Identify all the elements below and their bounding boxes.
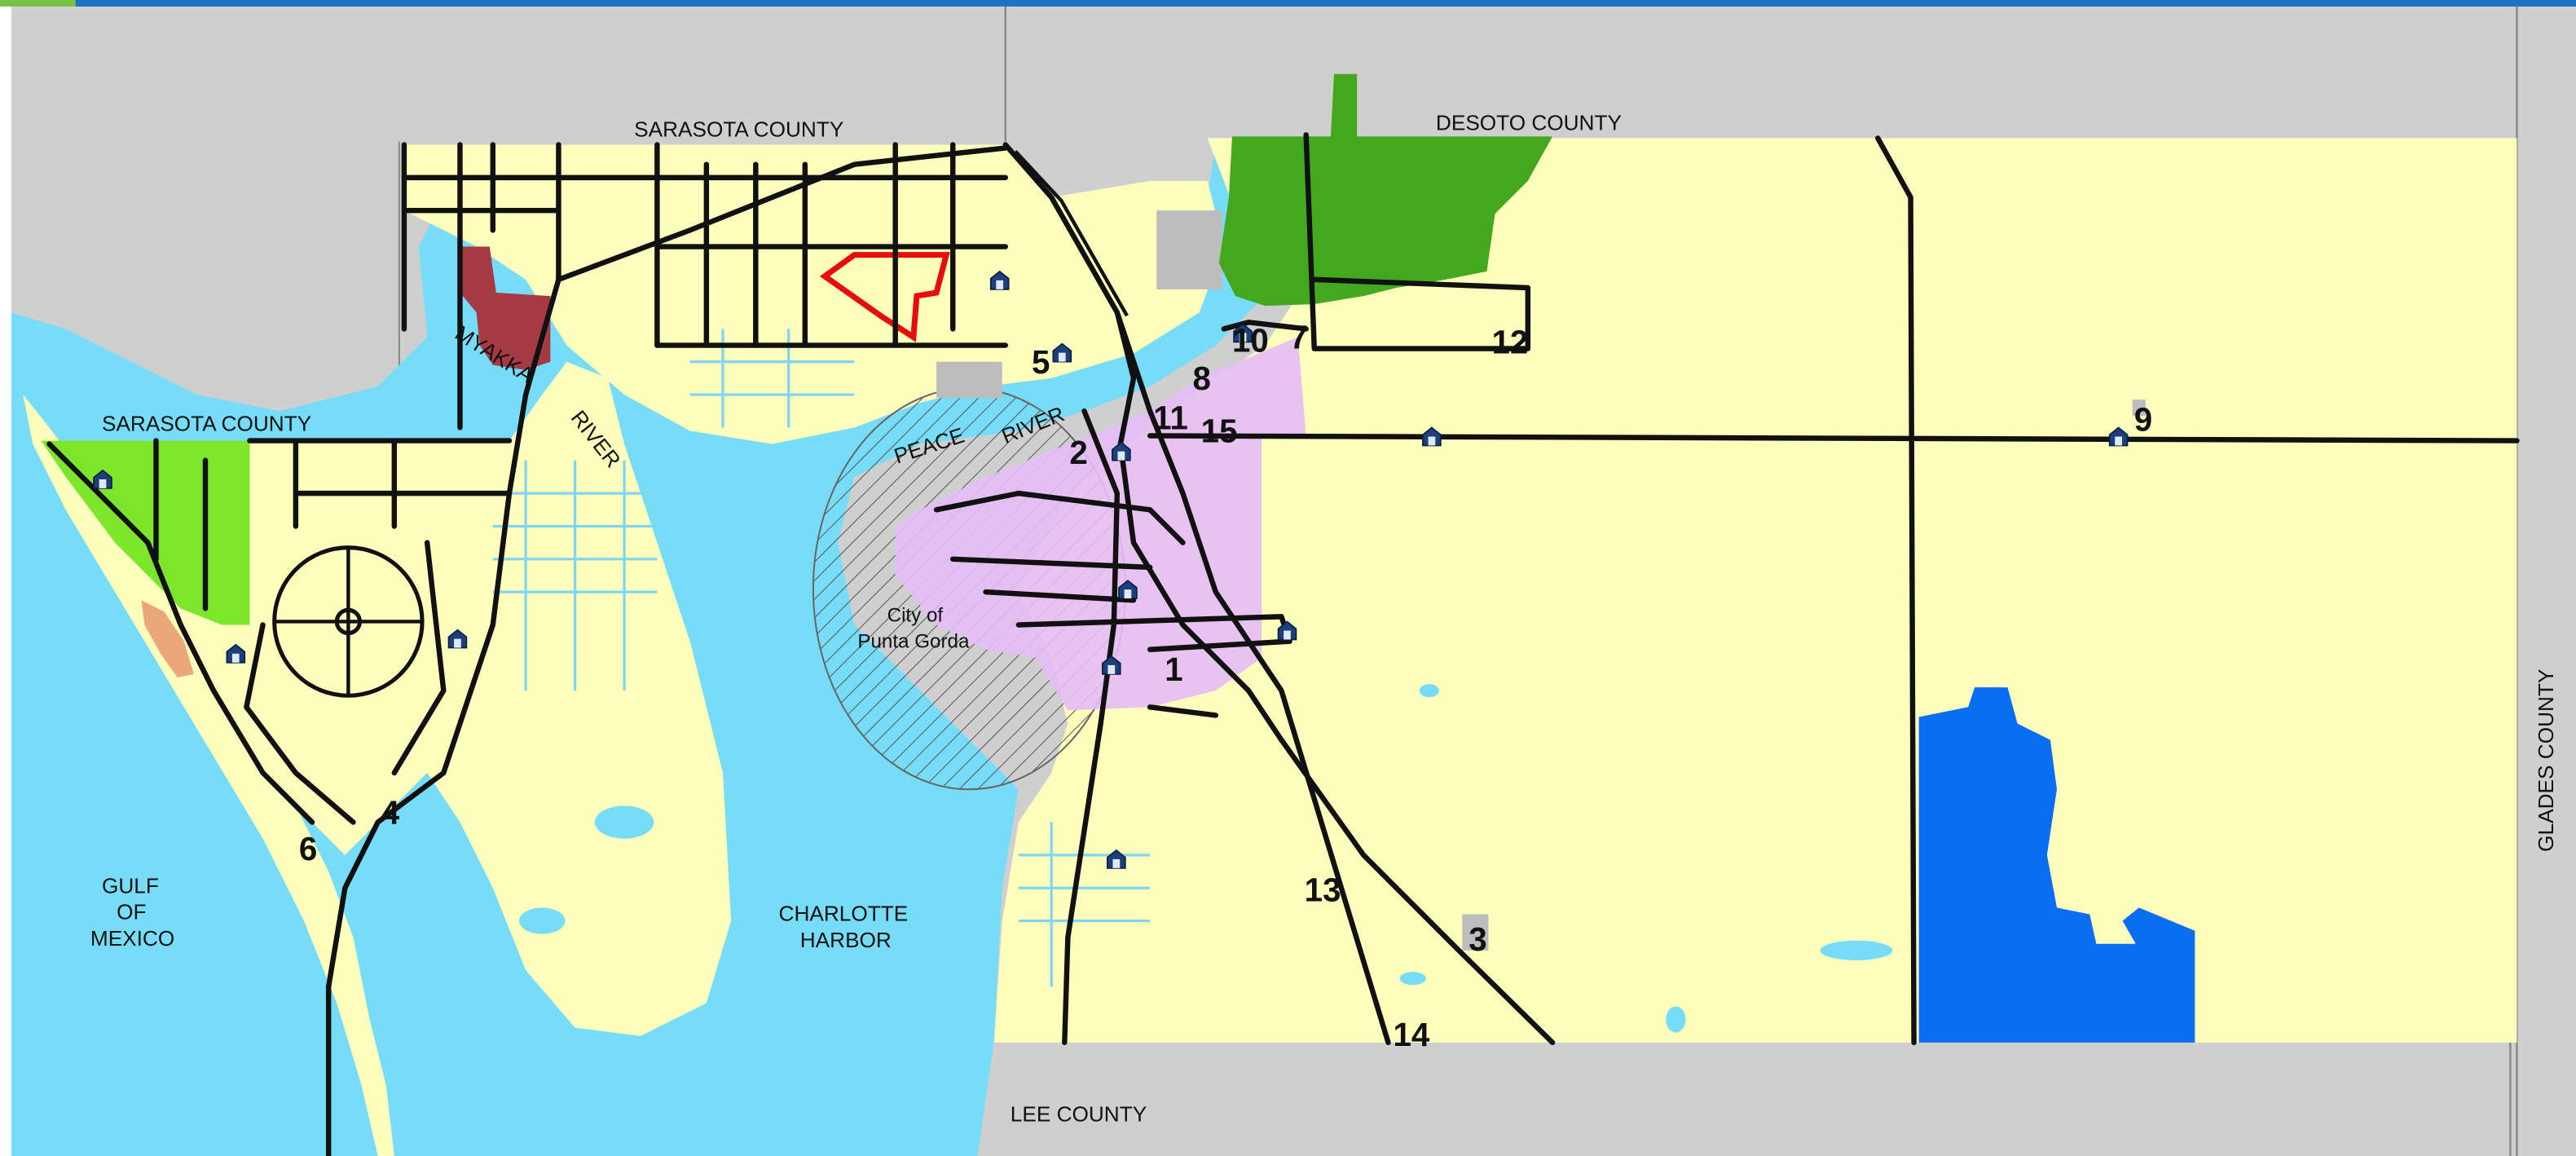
label-desoto-county: DESOTO COUNTY (1436, 110, 1622, 135)
top-bar (0, 0, 2576, 7)
label-sarasota-county-west: SARASOTA COUNTY (102, 411, 311, 435)
marker-14: 14 (1394, 1016, 1430, 1053)
marker-11: 11 (1153, 399, 1188, 436)
canal-network (492, 329, 1151, 987)
marker-9: 9 (2134, 400, 2152, 438)
label-glades-county: GLADES COUNTY (2534, 669, 2558, 852)
label-punta-gorda: Punta Gorda (857, 631, 970, 653)
blue-parcel (1918, 687, 2195, 1043)
green-parcel-north (1218, 73, 1553, 307)
county-land-east (993, 138, 2517, 1043)
marker-2: 2 (1069, 434, 1087, 471)
county-land-northwest (403, 144, 1224, 444)
marker-7: 7 (1290, 319, 1308, 356)
red-outline-parcel (819, 252, 950, 342)
marker-8: 8 (1193, 360, 1211, 397)
label-of: OF (117, 900, 146, 924)
frame-left (0, 7, 12, 1156)
marker-10: 10 (1232, 322, 1269, 360)
label-gulf: GULF (102, 873, 159, 898)
station-number-labels: 1 2 3 4 5 6 7 8 9 10 11 12 13 14 15 (299, 319, 2152, 1053)
inland-water (519, 684, 1893, 1033)
label-harbor: HARBOR (800, 928, 892, 952)
road-network (46, 132, 2520, 1156)
label-city-of: City of (887, 604, 944, 626)
label-lee-county: LEE COUNTY (1011, 1102, 1147, 1127)
label-charlotte: CHARLOTTE (779, 902, 909, 926)
barrier-island (23, 395, 394, 1156)
top-bar-accent (0, 0, 76, 7)
marker-12: 12 (1491, 324, 1528, 361)
marker-15: 15 (1201, 413, 1238, 450)
marker-4: 4 (381, 794, 400, 832)
maroon-parcel (460, 246, 551, 370)
marker-1: 1 (1165, 651, 1182, 688)
orange-parcel (141, 600, 194, 678)
label-sarasota-county-north: SARASOTA COUNTY (634, 117, 843, 141)
marker-6: 6 (299, 830, 317, 867)
marker-13: 13 (1305, 871, 1341, 908)
marker-5: 5 (1032, 343, 1050, 381)
label-mexico: MEXICO (90, 926, 174, 951)
marker-3: 3 (1469, 920, 1486, 958)
gray-parcels (936, 210, 2146, 951)
